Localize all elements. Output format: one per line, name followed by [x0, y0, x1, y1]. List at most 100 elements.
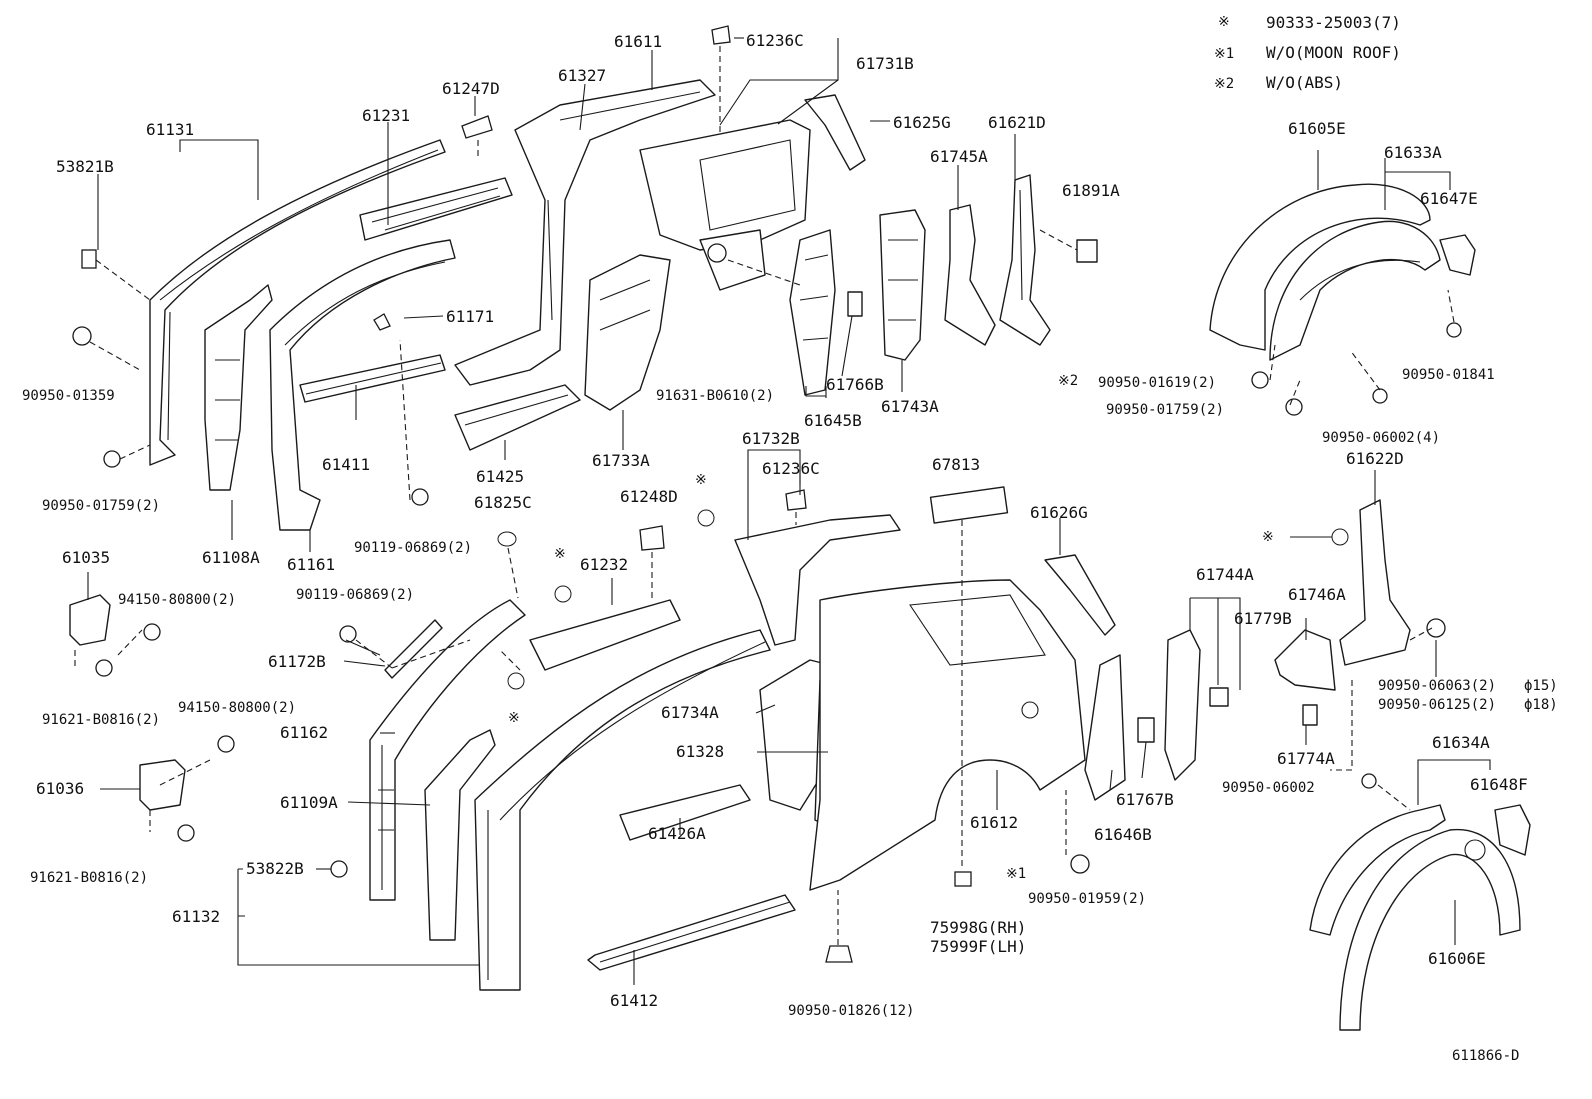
- plug-star-61732B: [697, 509, 715, 527]
- part-61743A-shape: [879, 209, 926, 361]
- part-61108A-shape: [204, 284, 273, 491]
- part-61426A-shape: [619, 784, 751, 841]
- label-61622D: 61622D: [1346, 449, 1404, 468]
- label-phi18: ϕ18): [1524, 697, 1558, 713]
- screw-90119-06869-b: [339, 625, 357, 643]
- label-94150-80800-b: 94150-80800(2): [178, 700, 296, 716]
- legend-mark: ※: [1218, 14, 1230, 30]
- label-61605E: 61605E: [1288, 119, 1346, 138]
- label-61626G: 61626G: [1030, 503, 1088, 522]
- label-61891A: 61891A: [1062, 181, 1120, 200]
- part-61622D-shape: [1339, 499, 1411, 666]
- label-61036: 61036: [36, 779, 84, 798]
- label-61247D: 61247D: [442, 79, 500, 98]
- label-61825C: 61825C: [474, 493, 532, 512]
- label-61621D: 61621D: [988, 113, 1046, 132]
- legend-mark2-text: W/O(ABS): [1266, 73, 1343, 92]
- label-90950-06125: 90950-06125(2): [1378, 697, 1496, 713]
- label-61328: 61328: [676, 742, 724, 761]
- label-61732B: 61732B: [742, 429, 800, 448]
- label-61108A: 61108A: [202, 548, 260, 567]
- label-61162: 61162: [280, 723, 328, 742]
- part-61731B-shape: [639, 119, 811, 251]
- part-61745A-shape: [944, 204, 996, 346]
- part-61744A-shape: [1164, 629, 1201, 781]
- label-90950-01359: 90950-01359: [22, 388, 115, 404]
- part-61327-shape: [454, 79, 716, 386]
- part-61779B-shape: [1209, 687, 1229, 707]
- clip-61247D: [461, 115, 493, 139]
- legend-mark2: ※2: [1214, 76, 1234, 92]
- label-75998G: 75998G(RH): [930, 918, 1026, 937]
- label-61746A: 61746A: [1288, 585, 1346, 604]
- label-90950-01759-right: 90950-01759(2): [1106, 402, 1224, 418]
- label-61412: 61412: [610, 991, 658, 1010]
- label-61236C-top: 61236C: [746, 31, 804, 50]
- part-61162-shape: [369, 599, 526, 901]
- grommet-90950-01759-left: [103, 450, 121, 468]
- label-91621-B0816-a: 91621-B0816(2): [42, 712, 160, 728]
- bolt-91631-B0610: [707, 243, 727, 263]
- plug-90950-06063: [1426, 618, 1446, 638]
- plug-90950-01759-right: [1285, 398, 1303, 416]
- star-mark-61232: ※: [554, 546, 566, 562]
- legend-mark-text: 90333-25003(7): [1266, 13, 1401, 32]
- part-61412-shape: [587, 894, 796, 971]
- part-61648F-shape: [1494, 804, 1531, 856]
- label-61733A: 61733A: [592, 451, 650, 470]
- grommet-90950-01359: [72, 326, 92, 346]
- label-61606E: 61606E: [1428, 949, 1486, 968]
- part-61626G-shape: [1044, 554, 1116, 636]
- label-91631-B0610: 91631-B0610(2): [656, 388, 774, 404]
- label-61774A: 61774A: [1277, 749, 1335, 768]
- label-61779B: 61779B: [1234, 609, 1292, 628]
- part-61425-shape: [454, 384, 581, 451]
- part-61605E-shape: [1209, 183, 1431, 351]
- part-61732B-shape: [734, 514, 901, 646]
- clip-61171: [373, 313, 391, 331]
- part-61647E-shape: [1439, 234, 1476, 276]
- label-61767B: 61767B: [1116, 790, 1174, 809]
- part-61232-shape: [529, 599, 681, 671]
- part-61161-shape: [269, 239, 456, 531]
- star2-mark-90950-01619: ※2: [1058, 373, 1078, 389]
- part-61625G-shape: [804, 94, 866, 171]
- pad-75998G: [954, 871, 972, 887]
- screw-90119-06869-a: [411, 488, 429, 506]
- label-90950-06002-4: 90950-06002(4): [1322, 430, 1440, 446]
- label-53822B: 53822B: [246, 859, 304, 878]
- label-91621-B0816-b: 91621-B0816(2): [30, 870, 148, 886]
- label-61634A: 61634A: [1432, 733, 1490, 752]
- part-61036-shape: [139, 759, 186, 811]
- plug-90950-06002: [1361, 773, 1377, 789]
- part-61634A-shape: [1309, 804, 1446, 936]
- clip-53821B: [81, 249, 97, 269]
- bolt-91621-B0816-b: [177, 824, 195, 842]
- label-61232: 61232: [580, 555, 628, 574]
- star1-mark-90950-01959: ※1: [1006, 866, 1026, 882]
- clip-61248D: [639, 525, 665, 551]
- label-61612: 61612: [970, 813, 1018, 832]
- label-53821B: 53821B: [56, 157, 114, 176]
- leader-lines: [74, 37, 1491, 985]
- label-90950-01959: 90950-01959(2): [1028, 891, 1146, 907]
- label-61646B: 61646B: [1094, 825, 1152, 844]
- label-61035: 61035: [62, 548, 110, 567]
- part-61231-shape: [359, 177, 513, 241]
- label-90950-01619: 90950-01619(2): [1098, 375, 1216, 391]
- label-90950-01826: 90950-01826(12): [788, 1003, 914, 1019]
- label-61172B: 61172B: [268, 652, 326, 671]
- label-61633A: 61633A: [1384, 143, 1442, 162]
- label-61411: 61411: [322, 455, 370, 474]
- label-75999F: 75999F(LH): [930, 937, 1026, 956]
- part-61774A-shape: [1302, 704, 1318, 726]
- part-61109A-shape: [424, 729, 496, 941]
- label-61647E: 61647E: [1420, 189, 1478, 208]
- label-61327: 61327: [558, 66, 606, 85]
- label-90950-01759-left: 90950-01759(2): [42, 498, 160, 514]
- clip-61236C-top: [711, 25, 731, 45]
- label-61131: 61131: [146, 120, 194, 139]
- label-61611: 61611: [614, 32, 662, 51]
- nut-94150-80800-b: [217, 735, 235, 753]
